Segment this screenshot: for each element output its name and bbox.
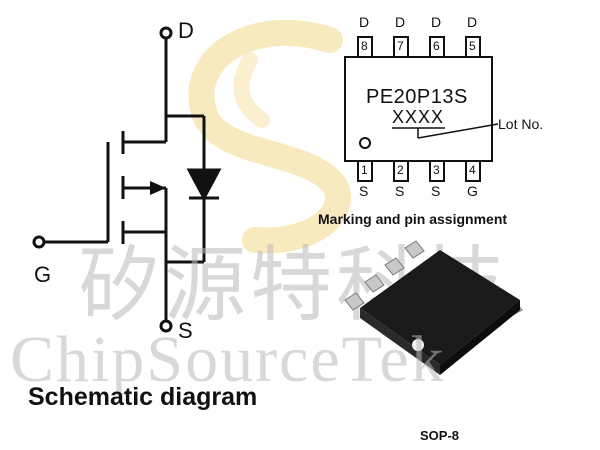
pin-3-num: 3: [433, 163, 440, 177]
pin1-dot: [359, 137, 371, 149]
pin-1: [357, 160, 373, 182]
pin-3-func: S: [431, 183, 441, 199]
pin-1-func: S: [359, 183, 369, 199]
lot-code: XXXX: [392, 107, 445, 127]
part-marking: PE20P13S: [366, 86, 468, 108]
gate-terminal: [32, 235, 46, 249]
pin-d-label: D: [178, 18, 194, 43]
lot-label: Lot No.: [498, 116, 544, 132]
pin-5: [465, 36, 481, 58]
pin-6-num: 6: [433, 39, 440, 53]
pin-2-func: S: [395, 183, 405, 199]
pin-2-num: 2: [397, 163, 404, 177]
channel-arrow: [150, 181, 166, 195]
chip-caption: SOP-8: [420, 428, 460, 443]
package-caption: Marking and pin assignment: [318, 211, 508, 227]
body-diode: [186, 168, 222, 202]
pin-4-func: G: [467, 183, 478, 199]
pin-5-func: D: [467, 14, 478, 30]
pin-7-func: D: [395, 14, 406, 30]
chip-body: [360, 250, 520, 365]
pin-1-num: 1: [361, 163, 368, 177]
pin-4: [465, 160, 481, 182]
pin-6-func: D: [431, 14, 442, 30]
chip-pin1-dot: [412, 339, 424, 351]
pin-3: [429, 160, 445, 182]
schematic-caption: Schematic diagram: [28, 383, 258, 411]
pin-8-func: D: [359, 14, 370, 30]
pin-8: [357, 36, 373, 58]
pin-8-num: 8: [361, 39, 368, 53]
pin-s-label: S: [178, 318, 193, 343]
pin-6: [429, 36, 445, 58]
pin-7: [393, 36, 409, 58]
pin-4-num: 4: [469, 163, 476, 177]
pin-g-label: G: [34, 262, 52, 287]
pin-5-num: 5: [469, 39, 476, 53]
source-terminal: [159, 319, 173, 333]
pin-2: [393, 160, 409, 182]
pin-7-num: 7: [397, 39, 404, 53]
